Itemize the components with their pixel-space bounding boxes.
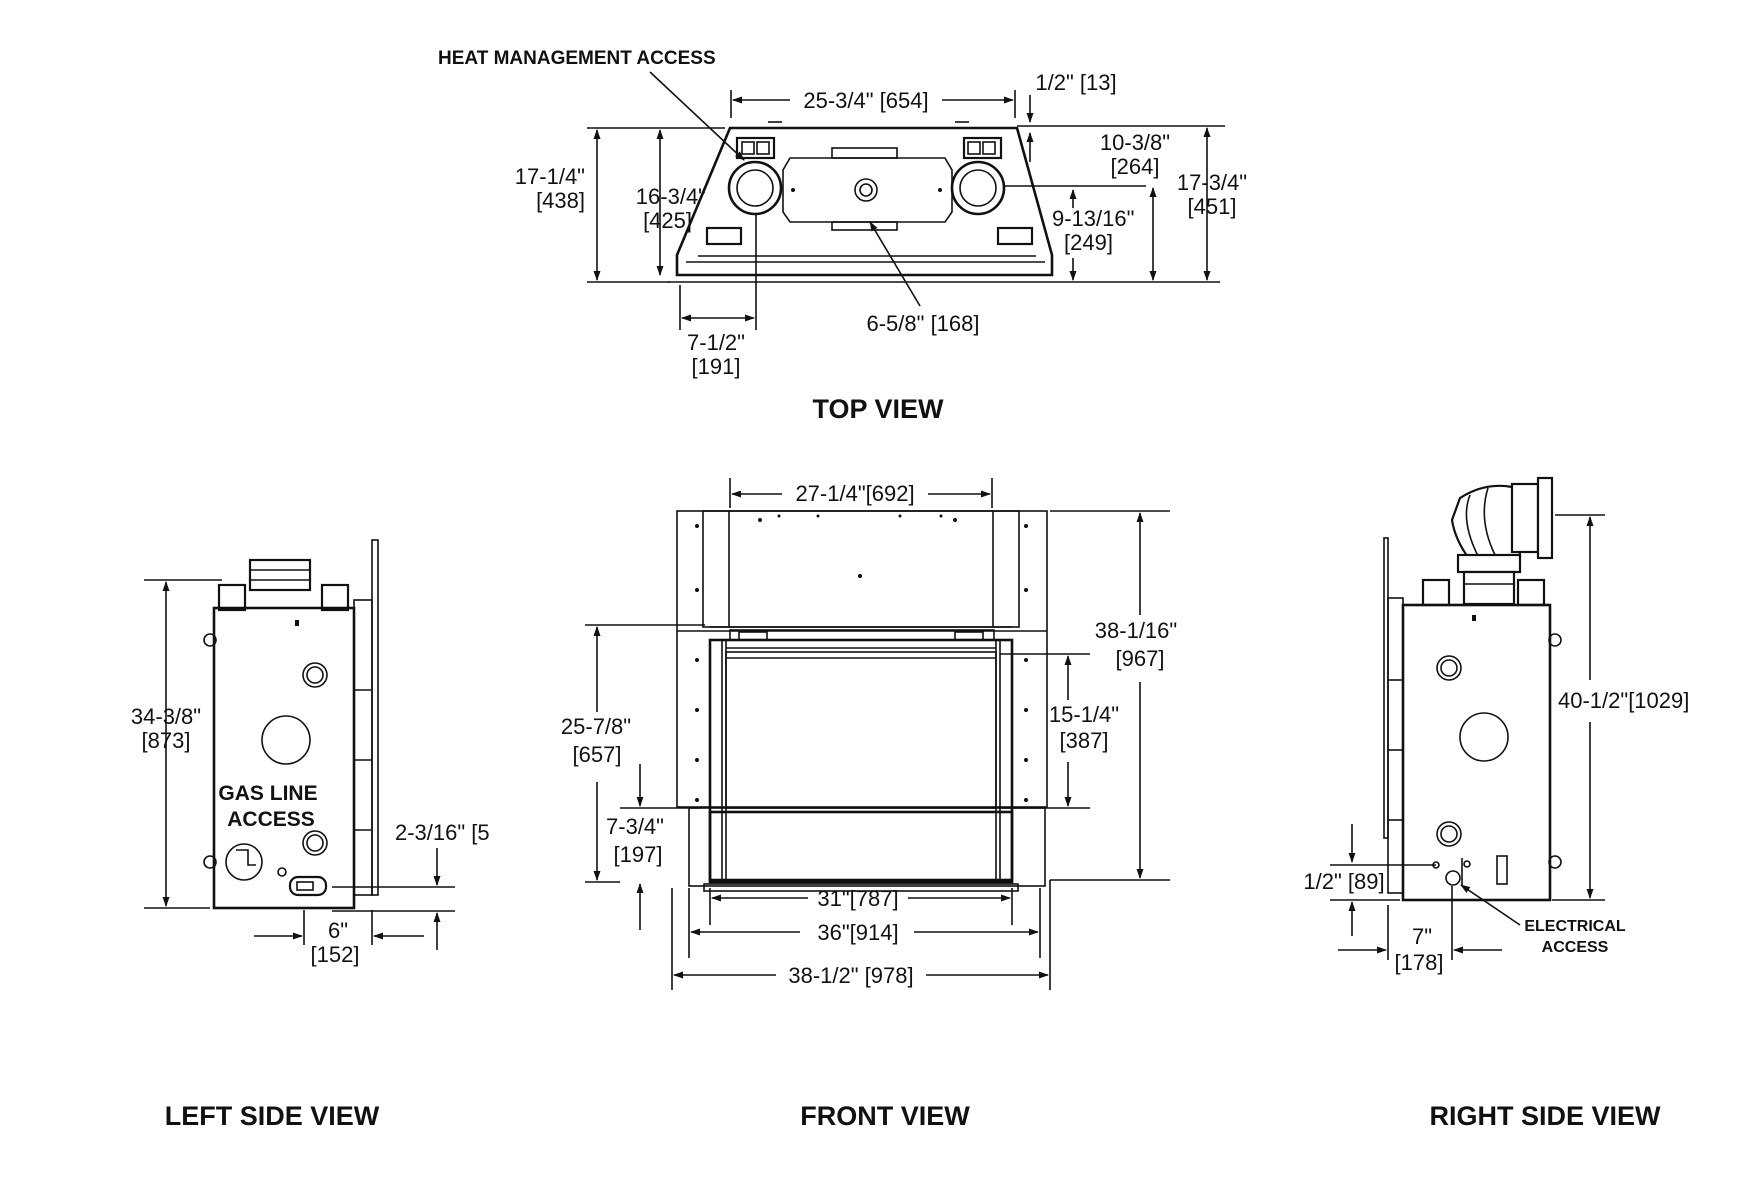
- front-height-in: 38-1/16": [1095, 618, 1177, 643]
- top-depth-d-in: 17-3/4": [1177, 170, 1247, 195]
- front-glass-h-mm: [387]: [1060, 728, 1109, 753]
- gas-line-label-1: GAS LINE: [218, 782, 317, 805]
- top-view: HEAT MANAGEMENT ACCESS 25-3/4" [654] 1/2…: [438, 48, 1247, 424]
- top-depth-a-in: 17-1/4": [515, 164, 585, 189]
- top-depth-c-in: 10-3/8": [1100, 130, 1170, 155]
- front-glass: [725, 651, 997, 809]
- electrical-access-port: [1445, 870, 1461, 886]
- top-depth-a-mm: [438]: [536, 188, 585, 213]
- front-opening-h-in: 25-7/8": [561, 714, 631, 739]
- top-depth-b-mm: [425]: [643, 208, 692, 233]
- top-view-vent-box: [782, 157, 953, 223]
- top-depth-e-in: 9-13/16": [1052, 206, 1134, 231]
- top-width-dim: 25-3/4" [654]: [803, 88, 928, 113]
- top-view-title: TOP VIEW: [812, 394, 944, 424]
- front-view-title: FRONT VIEW: [800, 1101, 970, 1131]
- front-glass-h-in: 15-1/4": [1049, 702, 1119, 727]
- front-height-mm: [967]: [1116, 646, 1165, 671]
- left-vent-pipe: [248, 558, 312, 592]
- front-base: [688, 807, 1046, 887]
- top-depth-e-mm: [249]: [1064, 230, 1113, 255]
- left-view-title: LEFT SIDE VIEW: [165, 1101, 380, 1131]
- front-view: 27-1/4"[692] 38-1/16" [967] 25-7/8" [657…: [561, 478, 1177, 1131]
- front-width-3: 38-1/2" [978]: [788, 963, 913, 988]
- gas-line-label-2: ACCESS: [227, 808, 315, 831]
- right-side-view: 40-1/2"[1029] 1/2" [89] 7" [178] ELECTRI…: [1303, 476, 1689, 1131]
- right-elec-height-dim: 1/2" [89]: [1303, 869, 1384, 894]
- top-depth-d-mm: [451]: [1188, 194, 1237, 219]
- front-opening-h-mm: [657]: [573, 742, 622, 767]
- electrical-label-2: ACCESS: [1542, 939, 1609, 956]
- right-elec-width-mm: [178]: [1395, 950, 1444, 975]
- right-elec-width-in: 7": [1412, 924, 1432, 949]
- top-side-in: 7-1/2": [687, 330, 745, 355]
- left-gas-height-dim: 2-3/16" [5: [395, 820, 490, 845]
- front-width-1: 31"[787]: [817, 886, 898, 911]
- front-width-2: 36"[914]: [817, 920, 898, 945]
- left-gas-width-in: 6": [328, 918, 348, 943]
- electrical-label-1: ELECTRICAL: [1524, 918, 1626, 935]
- left-height-mm: [873]: [142, 728, 191, 753]
- right-height-dim: 40-1/2"[1029]: [1558, 688, 1689, 713]
- front-hood: [702, 510, 1020, 628]
- right-view-title: RIGHT SIDE VIEW: [1429, 1101, 1661, 1131]
- left-height-in: 34-3/8": [131, 704, 201, 729]
- top-view-left-collar: [705, 136, 783, 246]
- top-depth-b-in: 16-3/4": [636, 184, 706, 209]
- left-gas-width-mm: [152]: [311, 942, 360, 967]
- heat-management-access-label: HEAT MANAGEMENT ACCESS: [438, 48, 716, 69]
- gas-line-access-port: [225, 843, 263, 881]
- front-outer-frame: [676, 510, 1048, 808]
- left-side-view: 34-3/8" [873] GAS LINE ACCESS 2-3/16" [5…: [131, 539, 490, 1131]
- front-base-h-in: 7-3/4": [606, 814, 664, 839]
- top-depth-c-mm: [264]: [1111, 154, 1160, 179]
- top-vent-dim: 6-5/8" [168]: [867, 311, 980, 336]
- top-view-right-collar: [950, 136, 1034, 246]
- front-base-h-mm: [197]: [614, 842, 663, 867]
- top-view-unit-outline: [675, 126, 1054, 277]
- front-top-width-dim: 27-1/4"[692]: [795, 481, 914, 506]
- top-offset-dim: 1/2" [13]: [1035, 70, 1116, 95]
- front-firebox: [708, 638, 1014, 884]
- left-unit-body: [212, 606, 356, 910]
- top-side-mm: [191]: [692, 354, 741, 379]
- right-unit-body: [1401, 603, 1552, 902]
